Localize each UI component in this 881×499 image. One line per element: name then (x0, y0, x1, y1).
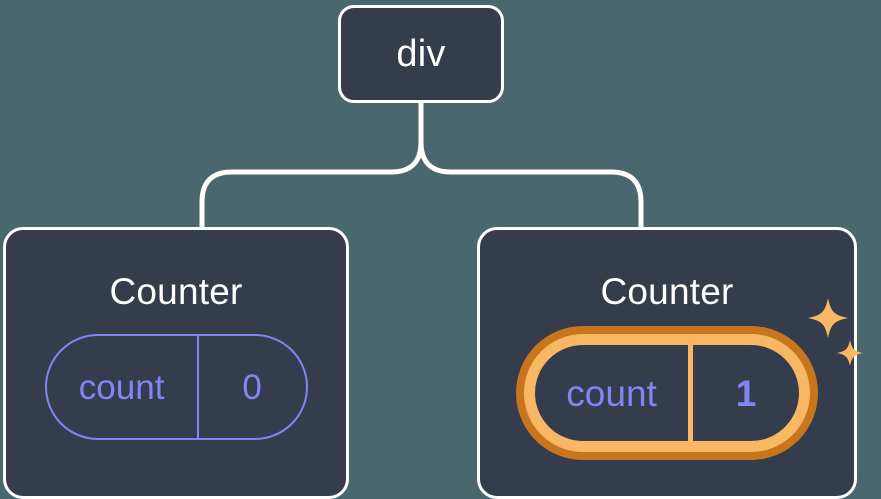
state-value-right: 1 (688, 345, 799, 441)
node-counter-right-label: Counter (600, 271, 734, 312)
node-counter-left[interactable]: Counter count 0 (3, 227, 349, 499)
node-counter-left-label: Counter (109, 271, 243, 312)
node-div[interactable]: div (338, 5, 504, 103)
node-counter-right[interactable]: Counter count 1 (477, 227, 863, 499)
state-pill-left[interactable]: count 0 (44, 334, 308, 440)
state-key-right: count (566, 372, 657, 414)
state-pill-wrap-right: count 1 (524, 298, 863, 452)
connector-right (418, 100, 644, 231)
state-key-left: count (78, 367, 165, 407)
node-div-label: div (396, 33, 446, 75)
state-pill-right[interactable]: count 1 (524, 334, 810, 452)
connector-left (199, 100, 424, 231)
sparkle-icon (808, 298, 848, 338)
state-value-left: 0 (196, 336, 306, 438)
state-pill-wrap-left: count 0 (44, 334, 308, 440)
